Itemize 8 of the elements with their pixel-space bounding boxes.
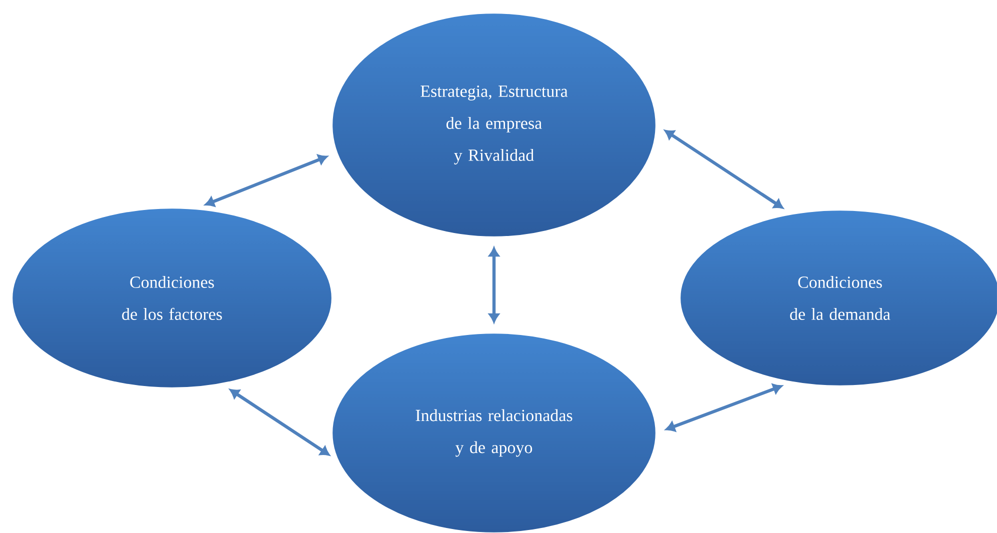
double-arrow (664, 130, 784, 209)
ellipse-node: Condiciones de los factores (11, 207, 333, 389)
double-arrow (230, 389, 330, 456)
double-arrow (205, 154, 328, 207)
double-arrow (666, 384, 782, 432)
ellipse-node: Industrias relacionadas y de apoyo (331, 332, 657, 533)
ellipse-node: Estrategia, Estructura de la empresa y Rivalidad (331, 12, 657, 238)
double-arrow (488, 248, 500, 322)
